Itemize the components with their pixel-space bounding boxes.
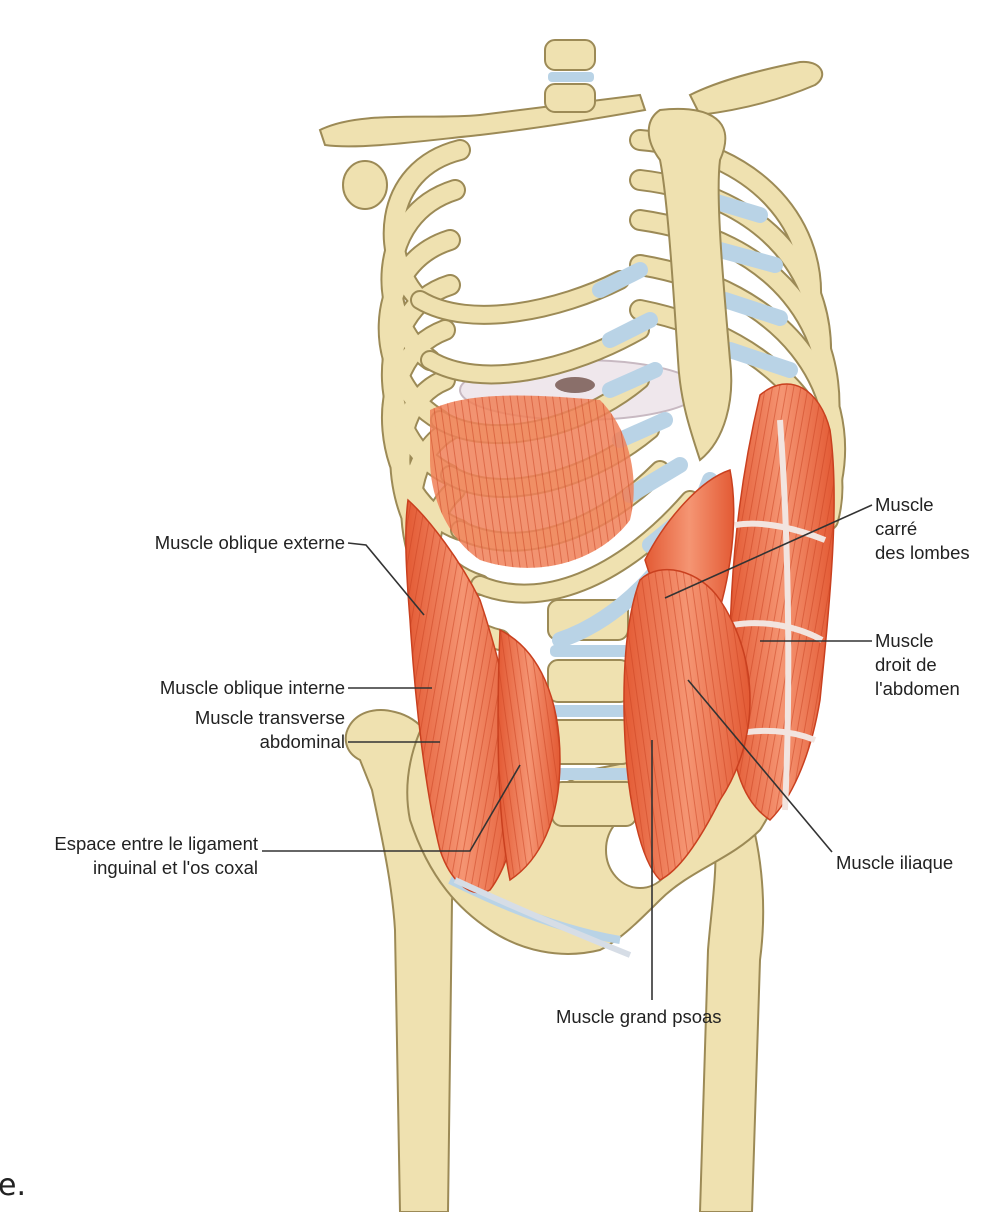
label-muscle-droit-abdomen: Muscle droit de l'abdomen	[875, 629, 991, 701]
label-espace-line1: Espace entre le ligament	[0, 832, 258, 856]
label-transverse-line1: Muscle transverse	[60, 706, 345, 730]
label-carre-line1: Muscle	[875, 493, 991, 517]
label-droit-line2: droit de	[875, 653, 991, 677]
label-muscle-grand-psoas: Muscle grand psoas	[556, 1005, 722, 1029]
label-droit-line3: l'abdomen	[875, 677, 991, 701]
label-muscle-oblique-externe: Muscle oblique externe	[60, 531, 345, 555]
label-muscle-transverse: Muscle transverse abdominal	[60, 706, 345, 754]
label-espace-ligament: Espace entre le ligament inguinal et l'o…	[0, 832, 258, 880]
label-transverse-line2: abdominal	[60, 730, 345, 754]
muscle-rectus-abdominis	[730, 384, 834, 820]
caption-fragment: e.	[0, 1168, 26, 1203]
label-carre-line2: carré	[875, 517, 991, 541]
label-droit-line1: Muscle	[875, 629, 991, 653]
muscle-intercostal-diaphragm	[430, 396, 634, 568]
label-espace-line2: inguinal et l'os coxal	[0, 856, 258, 880]
label-muscle-iliaque: Muscle iliaque	[836, 851, 953, 875]
label-muscle-oblique-interne: Muscle oblique interne	[60, 676, 345, 700]
label-muscle-carre-des-lombes: Muscle carré des lombes	[875, 493, 991, 565]
label-carre-line3: des lombes	[875, 541, 991, 565]
